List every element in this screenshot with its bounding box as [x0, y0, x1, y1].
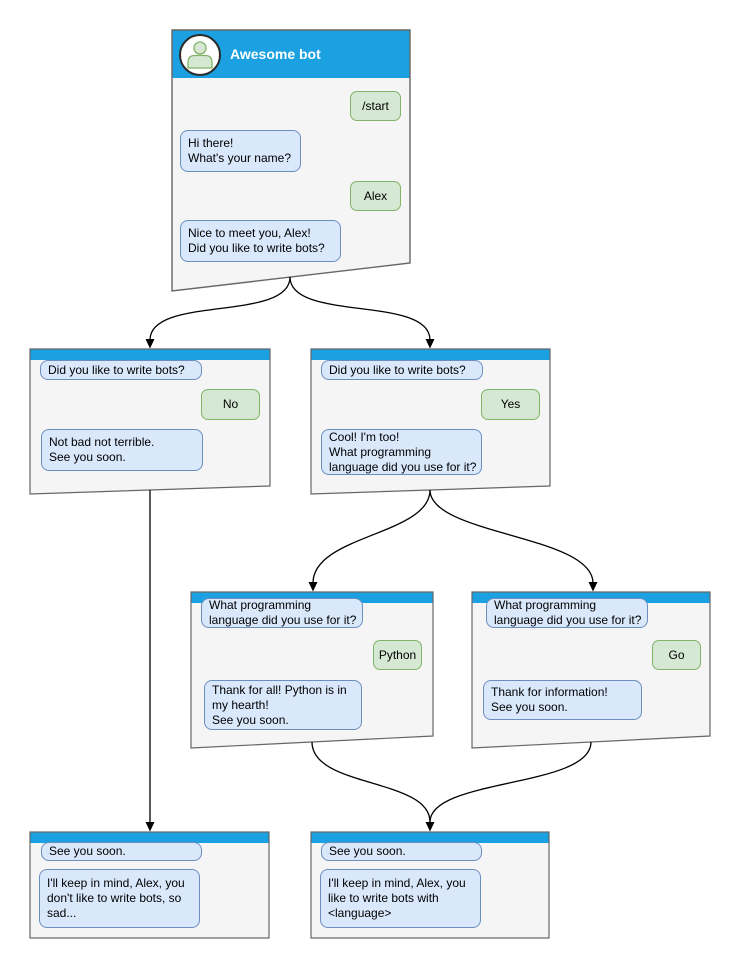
- bot-message-bubble: Cool! I'm too! What programming language…: [321, 429, 482, 475]
- edge-branch-yes-to-python: [312, 489, 431, 584]
- bot-message-bubble: Did you like to write bots?: [40, 360, 202, 380]
- bot-message-bubble: Not bad not terrible. See you soon.: [41, 429, 203, 471]
- user-message-bubble: No: [201, 389, 260, 420]
- bot-message-bubble: I'll keep in mind, Alex, you don't like …: [39, 869, 200, 928]
- arrowhead-into-branch-yes: [425, 339, 435, 349]
- edge-go-to-end-yes: [429, 741, 592, 823]
- user-message-bubble: Yes: [481, 389, 540, 420]
- bot-message-bubble: See you soon.: [41, 842, 202, 861]
- bot-message-bubble: Hi there! What's your name?: [180, 130, 301, 172]
- bot-message-bubble: What programming language did you use fo…: [486, 598, 648, 628]
- user-message-bubble: Alex: [350, 181, 401, 211]
- user-message-bubble: /start: [350, 91, 401, 121]
- chat-window-title: Awesome bot: [230, 46, 321, 62]
- bot-avatar: [179, 34, 221, 76]
- user-message-bubble: Python: [373, 640, 422, 670]
- bot-message-bubble: Did you like to write bots?: [321, 360, 483, 380]
- person-icon: [187, 41, 213, 69]
- bot-message-bubble: I'll keep in mind, Alex, you like to wri…: [320, 869, 481, 928]
- edge-branch-yes-to-go: [429, 489, 594, 584]
- edge-start-to-branch-no: [149, 276, 291, 341]
- bot-message-bubble: What programming language did you use fo…: [201, 598, 363, 628]
- arrowhead-into-end-no: [145, 822, 155, 832]
- edge-python-to-end-yes: [311, 741, 431, 823]
- arrowhead-into-python: [308, 582, 318, 592]
- edge-start-to-branch-yes: [289, 276, 431, 341]
- bot-message-bubble: Thank for information! See you soon.: [483, 680, 642, 720]
- arrowhead-into-go: [588, 582, 598, 592]
- arrowhead-into-end-yes: [425, 822, 435, 832]
- user-message-bubble: Go: [652, 640, 701, 670]
- arrowhead-into-branch-no: [145, 339, 155, 349]
- bot-message-bubble: See you soon.: [321, 842, 482, 861]
- bot-message-bubble: Nice to meet you, Alex! Did you like to …: [180, 220, 341, 262]
- bot-message-bubble: Thank for all! Python is in my hearth! S…: [204, 680, 362, 730]
